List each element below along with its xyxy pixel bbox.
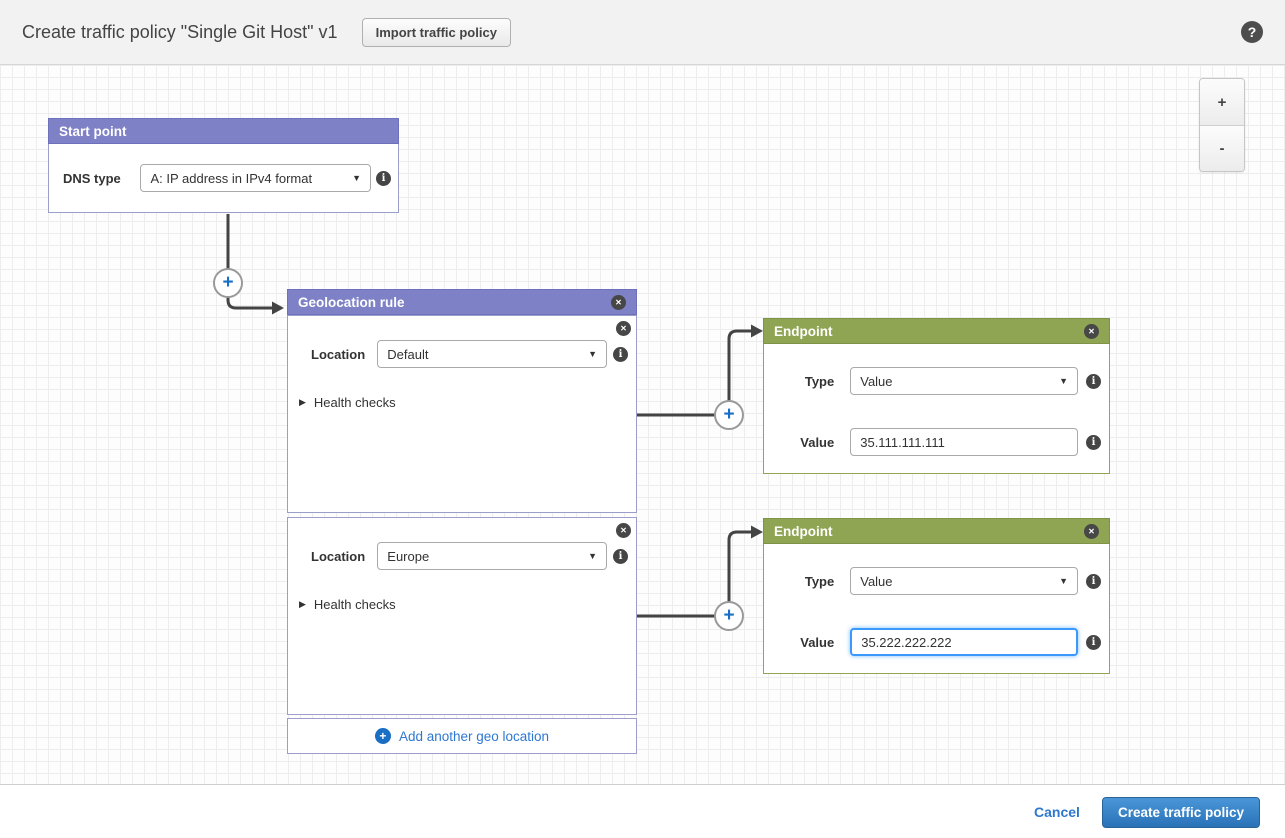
geo-location-section-europe: ✕ Location Europe ▼ i ▶ Health checks [287, 517, 637, 715]
endpoint-type-label: Type [804, 373, 835, 389]
create-traffic-policy-button[interactable]: Create traffic policy [1101, 796, 1260, 828]
endpoint-type-selected-value: Value [860, 373, 893, 389]
import-traffic-policy-button[interactable]: Import traffic policy [361, 17, 511, 47]
endpoint-title: Endpoint [774, 523, 833, 539]
caret-right-icon: ▶ [299, 397, 306, 407]
endpoint-type-dropdown[interactable]: Value ▼ [850, 567, 1078, 595]
close-icon[interactable]: ✕ [611, 294, 626, 310]
page-title: Create traffic policy "Single Git Host" … [22, 21, 338, 42]
endpoint-body: Type Value ▼ i Value i [763, 344, 1110, 474]
endpoint-type-label: Type [804, 573, 835, 589]
health-checks-label: Health checks [313, 395, 396, 410]
location-info-icon[interactable]: i [613, 346, 628, 362]
start-point-title: Start point [59, 123, 127, 139]
zoom-out-button[interactable]: - [1200, 125, 1244, 171]
close-icon[interactable]: ✕ [1084, 523, 1099, 539]
plus-icon: + [374, 728, 391, 744]
close-icon[interactable]: ✕ [616, 523, 631, 538]
zoom-in-button[interactable]: + [1200, 79, 1244, 125]
dns-type-label: DNS type [63, 170, 121, 186]
connector-add-endpoint-button-1[interactable]: + [714, 400, 744, 430]
geolocation-rule-node: Geolocation rule ✕ ✕ Location Default ▼ … [287, 289, 637, 754]
top-bar: Create traffic policy "Single Git Host" … [0, 0, 1285, 65]
geo-location-section-default: ✕ Location Default ▼ i ▶ Health checks [287, 315, 637, 513]
dns-type-dropdown[interactable]: A: IP address in IPv4 format ▼ [140, 164, 371, 192]
endpoint-value-label: Value [800, 434, 835, 450]
endpoint-type-selected-value: Value [860, 573, 893, 589]
endpoint-header: Endpoint ✕ [763, 318, 1110, 344]
geolocation-rule-title: Geolocation rule [298, 294, 405, 310]
chevron-down-icon: ▼ [1059, 376, 1068, 386]
endpoint-body: Type Value ▼ i Value i [763, 544, 1110, 674]
endpoint-node-2: Endpoint ✕ Type Value ▼ i Value i [763, 518, 1110, 674]
close-icon[interactable]: ✕ [1084, 323, 1099, 339]
location-label: Location [311, 346, 366, 362]
connector-add-endpoint-button-2[interactable]: + [714, 601, 744, 631]
endpoint-value-info-icon[interactable]: i [1086, 434, 1101, 450]
add-geo-location-button[interactable]: + Add another geo location [287, 718, 637, 754]
endpoint-value-label: Value [800, 634, 835, 650]
endpoint-value-info-icon[interactable]: i [1086, 634, 1101, 650]
endpoint-type-info-icon[interactable]: i [1086, 373, 1101, 389]
location-selected-value: Default [387, 346, 429, 362]
cancel-link[interactable]: Cancel [1034, 804, 1080, 820]
canvas-zoom-controls: + - [1199, 78, 1245, 172]
health-checks-toggle[interactable]: ▶ Health checks [288, 570, 636, 612]
add-geo-location-label: Add another geo location [398, 728, 550, 744]
chevron-down-icon: ▼ [588, 349, 597, 359]
location-label: Location [311, 548, 366, 564]
start-point-body: DNS type A: IP address in IPv4 format ▼ … [48, 144, 399, 213]
start-point-node: Start point DNS type A: IP address in IP… [48, 118, 399, 213]
health-checks-label: Health checks [313, 597, 396, 612]
location-dropdown-europe[interactable]: Europe ▼ [377, 542, 607, 570]
caret-right-icon: ▶ [299, 599, 306, 609]
chevron-down-icon: ▼ [352, 173, 361, 183]
endpoint-type-dropdown[interactable]: Value ▼ [850, 367, 1078, 395]
chevron-down-icon: ▼ [1059, 576, 1068, 586]
endpoint-value-input-1[interactable] [850, 428, 1078, 456]
dns-type-info-icon[interactable]: i [376, 170, 391, 186]
endpoint-title: Endpoint [774, 323, 833, 339]
location-info-icon[interactable]: i [613, 548, 628, 564]
health-checks-toggle[interactable]: ▶ Health checks [288, 368, 636, 410]
endpoint-node-1: Endpoint ✕ Type Value ▼ i Value i [763, 318, 1110, 474]
endpoint-header: Endpoint ✕ [763, 518, 1110, 544]
geolocation-rule-header: Geolocation rule ✕ [287, 289, 637, 315]
location-selected-value: Europe [387, 548, 430, 564]
dns-type-selected-value: A: IP address in IPv4 format [150, 170, 313, 186]
help-icon[interactable]: ? [1241, 21, 1263, 43]
footer-bar: Cancel Create traffic policy [0, 786, 1285, 838]
endpoint-type-info-icon[interactable]: i [1086, 573, 1101, 589]
endpoint-value-input-2[interactable] [850, 628, 1078, 656]
close-icon[interactable]: ✕ [616, 321, 631, 336]
connector-add-rule-button[interactable]: + [213, 268, 243, 298]
start-point-header: Start point [48, 118, 399, 144]
chevron-down-icon: ▼ [588, 551, 597, 561]
location-dropdown-default[interactable]: Default ▼ [377, 340, 607, 368]
policy-canvas: + + + Start point DNS type A: IP address… [0, 65, 1285, 785]
